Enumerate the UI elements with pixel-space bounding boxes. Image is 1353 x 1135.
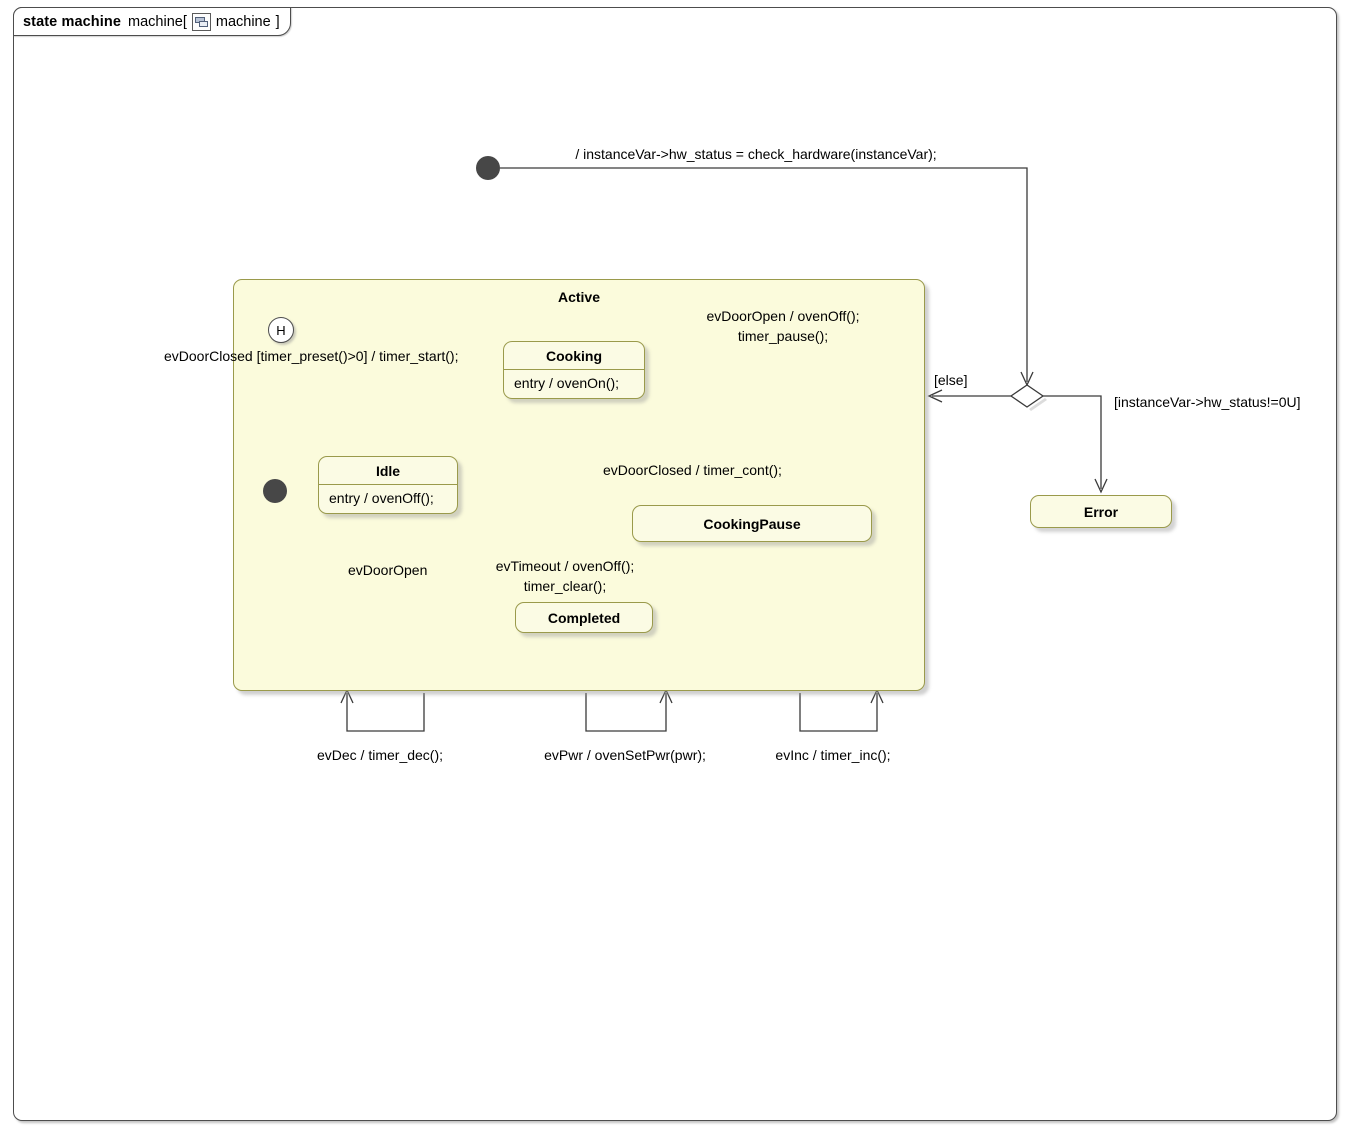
history-pseudostate[interactable]: H: [268, 317, 294, 343]
label-idle-to-cooking: evDoorClosed [timer_preset()>0] / timer_…: [164, 348, 459, 364]
initial-pseudostate-top[interactable]: [476, 156, 500, 180]
bracket-close: ]: [275, 13, 280, 30]
label-cooking-to-completed-line1: evTimeout / ovenOff();: [495, 558, 635, 574]
label-self-transition-inc: evInc / timer_inc();: [775, 747, 891, 763]
state-completed[interactable]: Completed: [515, 602, 653, 633]
bracket-open: [: [182, 13, 187, 30]
state-idle[interactable]: Idle entry / ovenOff();: [318, 456, 458, 514]
state-idle-divider: [319, 484, 457, 485]
diagram-name: machine: [128, 13, 183, 30]
state-cooking[interactable]: Cooking entry / ovenOn();: [503, 341, 645, 399]
state-machine-icon: [191, 12, 211, 31]
label-cooking-to-pause-line1: evDoorOpen / ovenOff();: [706, 308, 860, 324]
state-cooking-pause-label: CookingPause: [703, 515, 801, 532]
state-cooking-divider: [504, 369, 644, 370]
state-error-label: Error: [1083, 503, 1119, 520]
label-self-transition-dec: evDec / timer_dec();: [316, 747, 444, 763]
state-error[interactable]: Error: [1030, 495, 1172, 528]
label-choice-error: [instanceVar->hw_status!=0U]: [1114, 394, 1301, 410]
label-completed-to-idle: evDoorOpen: [348, 562, 428, 578]
diagram-title-tab[interactable]: state machine machine [ machine ]: [13, 7, 291, 36]
state-idle-label: Idle: [375, 463, 401, 479]
label-self-transition-pwr: evPwr / ovenSetPwr(pwr);: [544, 747, 706, 763]
state-idle-entry: entry / ovenOff();: [329, 490, 434, 506]
state-cooking-pause[interactable]: CookingPause: [632, 505, 872, 542]
state-cooking-entry: entry / ovenOn();: [514, 375, 620, 391]
initial-pseudostate-active[interactable]: [263, 479, 287, 503]
label-cooking-to-pause-line2: timer_pause();: [737, 328, 829, 344]
label-pause-to-cooking: evDoorClosed / timer_cont();: [603, 462, 782, 478]
label-cooking-to-completed-line2: timer_clear();: [523, 578, 607, 594]
state-cooking-label: Cooking: [546, 348, 602, 364]
diagram-context: machine: [215, 13, 271, 30]
label-init-to-choice: / instanceVar->hw_status = check_hardwar…: [575, 146, 937, 162]
choice-pseudostate[interactable]: [1008, 382, 1050, 412]
composite-state-active-label: Active: [557, 289, 601, 305]
diagram-keyword: state machine: [23, 13, 122, 30]
state-completed-label: Completed: [547, 609, 621, 626]
label-choice-else: [else]: [934, 372, 968, 388]
